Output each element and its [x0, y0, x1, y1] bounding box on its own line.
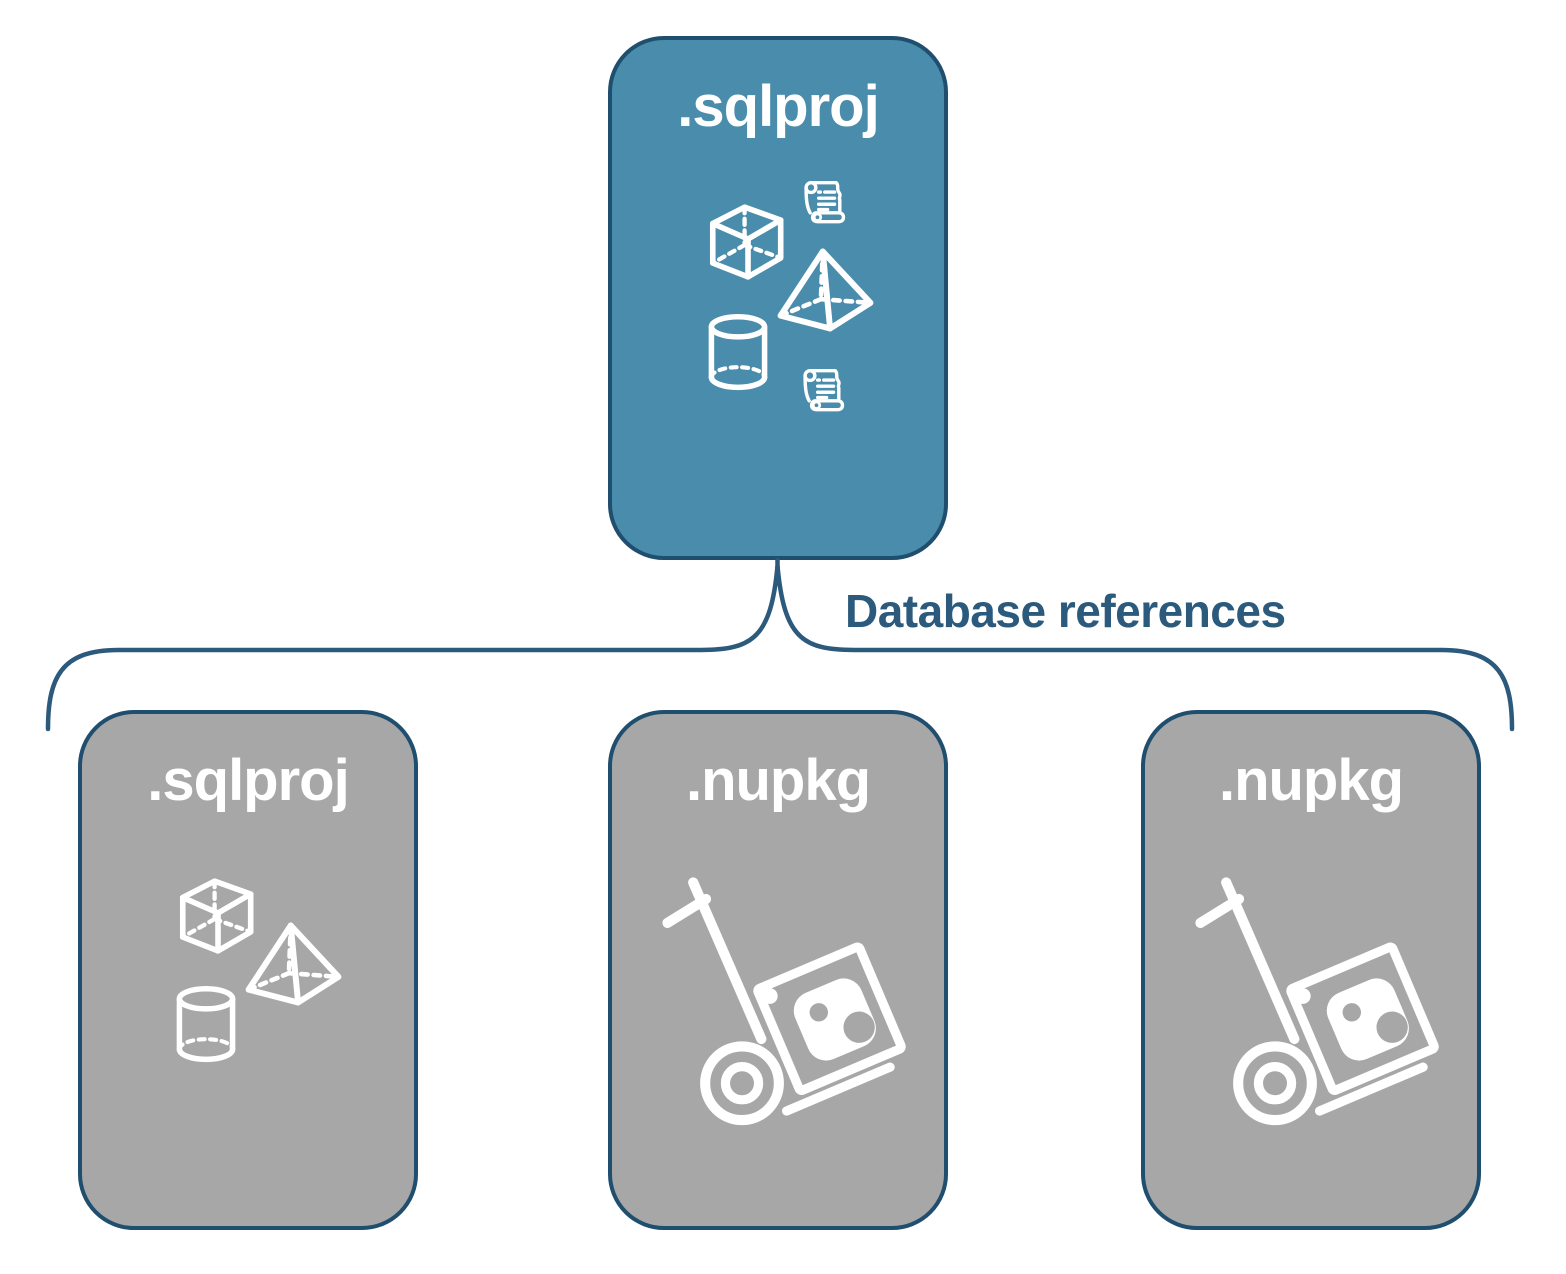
nuget-handtruck-icon [660, 864, 918, 1168]
node-sqlproj-child: .sqlproj [78, 710, 418, 1230]
node-nupkg-child: .nupkg [608, 710, 948, 1230]
node-sqlproj-root: .sqlproj [608, 36, 948, 560]
connector-label: Database references [845, 585, 1286, 637]
cylinder-icon [173, 986, 239, 1063]
node-title: .sqlproj [147, 748, 349, 813]
root-icon-cluster [612, 40, 944, 556]
child-icon-cluster [82, 714, 414, 1226]
nuget-handtruck-icon [1193, 864, 1451, 1168]
pyramid-icon [775, 246, 876, 334]
scroll-icon [799, 363, 851, 415]
cube-icon [699, 196, 785, 282]
node-title: .nupkg [685, 748, 871, 813]
node-nupkg-child: .nupkg [1141, 710, 1481, 1230]
node-title: .sqlproj [677, 74, 879, 139]
child-icon-cluster [612, 714, 944, 1226]
pyramid-icon [243, 920, 344, 1008]
child-icon-cluster [1145, 714, 1477, 1226]
cylinder-icon [705, 314, 771, 391]
node-title: .nupkg [1218, 748, 1404, 813]
scroll-icon [800, 175, 852, 227]
